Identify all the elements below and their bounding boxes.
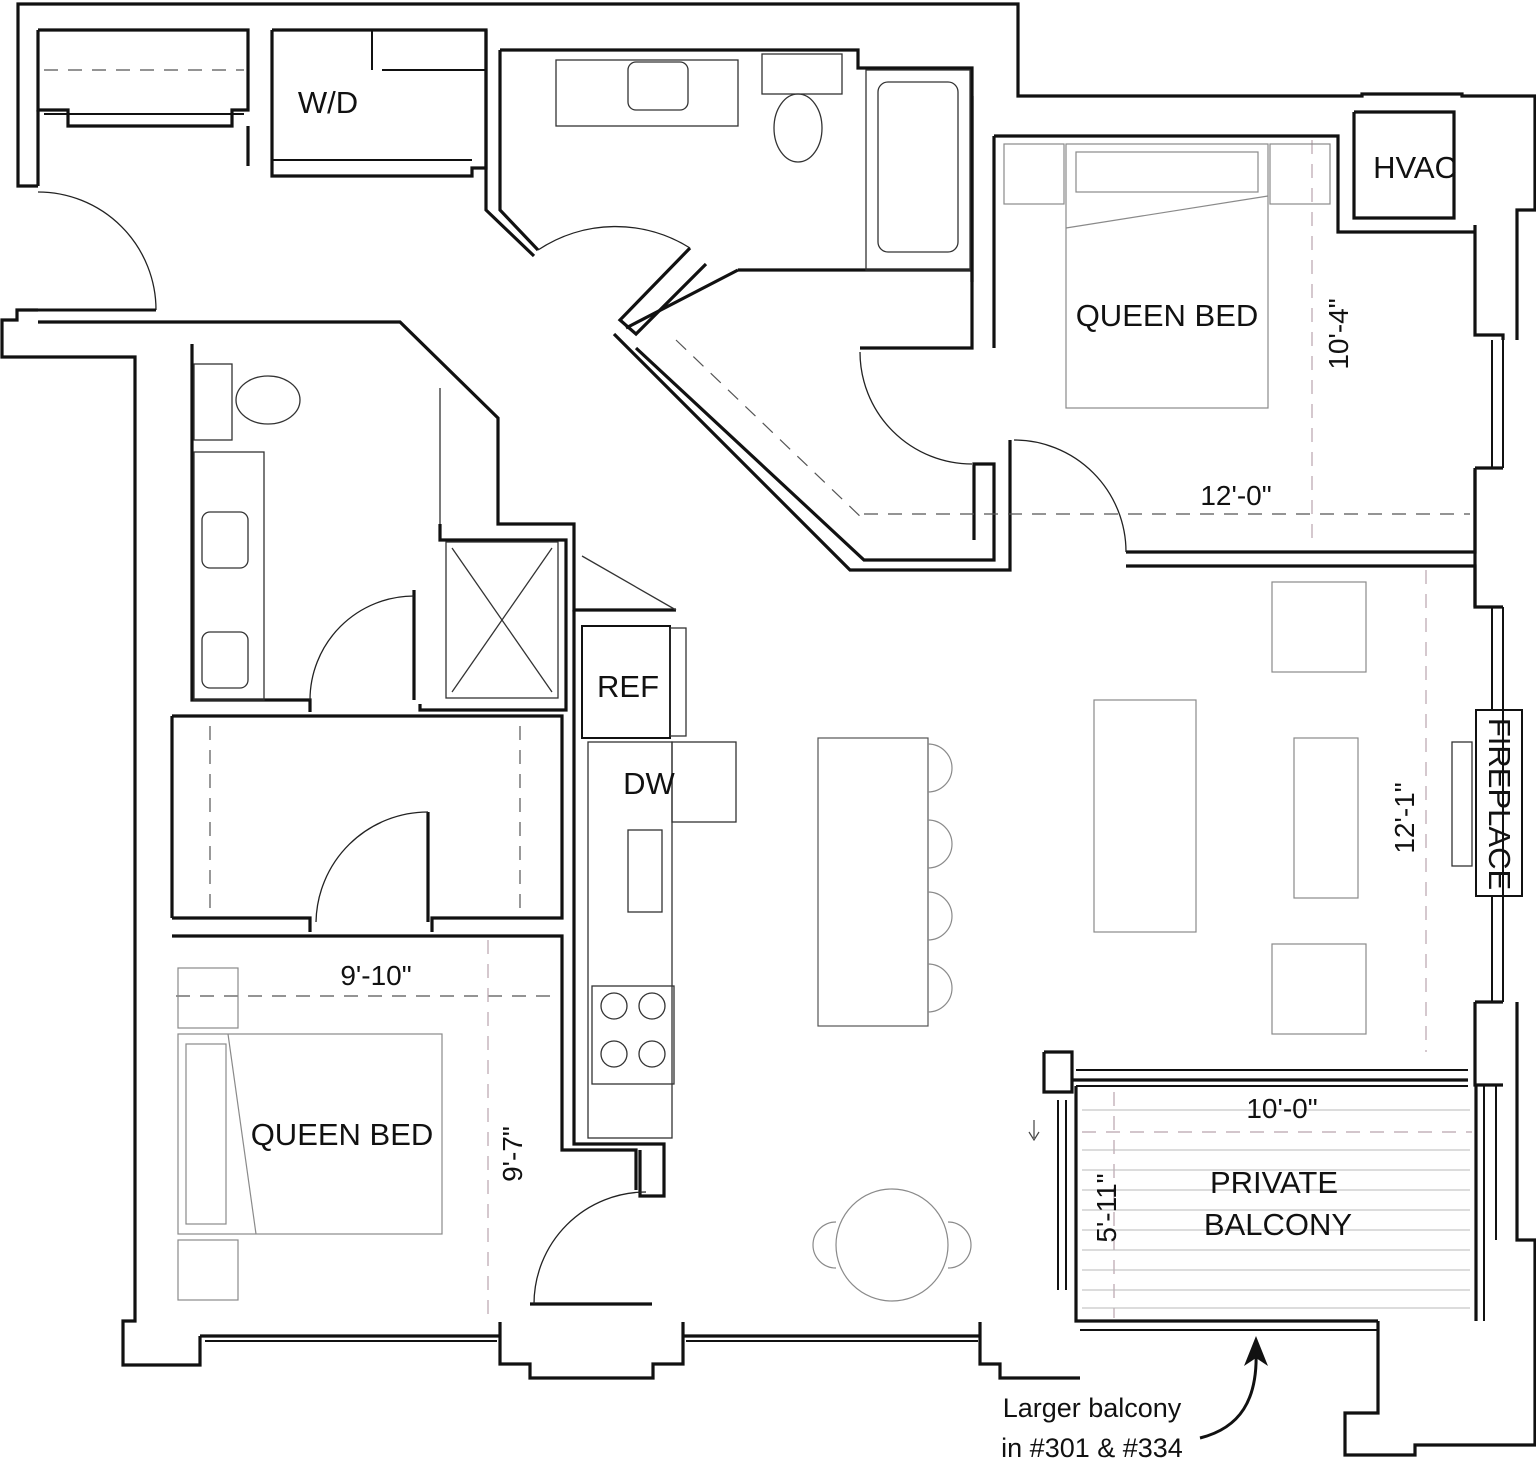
interior-walls: [36, 28, 1497, 1331]
bath-fixtures: [193, 53, 971, 701]
dimension-lines: [44, 69, 1472, 1320]
balcony-width-dimension: 10'-0": [1246, 1093, 1317, 1124]
second-bed-width-dimension: 9'-10": [340, 960, 411, 991]
dishwasher-label: DW: [623, 766, 675, 801]
balcony-note-line1: Larger balcony: [1003, 1393, 1182, 1423]
hvac-label: HVAC: [1373, 150, 1457, 185]
doors: [37, 191, 1127, 1305]
washer-dryer-label: W/D: [298, 85, 358, 120]
master-bed-label: QUEEN BED: [1076, 298, 1259, 333]
second-bed-label: QUEEN BED: [251, 1117, 434, 1152]
master-depth-dimension: 10'-4": [1323, 298, 1354, 369]
fireplace-label: FIREPLACE: [1482, 718, 1517, 890]
refrigerator-label: REF: [597, 669, 659, 704]
kitchen-fixtures: [581, 555, 737, 1139]
balcony-note-line2: in #301 & #334: [1001, 1433, 1183, 1463]
balcony-depth-dimension: 5'-11": [1091, 1173, 1122, 1242]
second-bed-depth-dimension: 9'-7": [497, 1126, 528, 1182]
callout-arrow: [1028, 1120, 1268, 1440]
balcony-decking: [1082, 1109, 1470, 1309]
balcony-label-line2: BALCONY: [1204, 1207, 1352, 1242]
furniture: [177, 143, 1523, 1302]
master-width-dimension: 12'-0": [1200, 480, 1271, 511]
living-depth-dimension: 12'-1": [1389, 782, 1420, 853]
balcony-label-line1: PRIVATE: [1210, 1165, 1338, 1200]
